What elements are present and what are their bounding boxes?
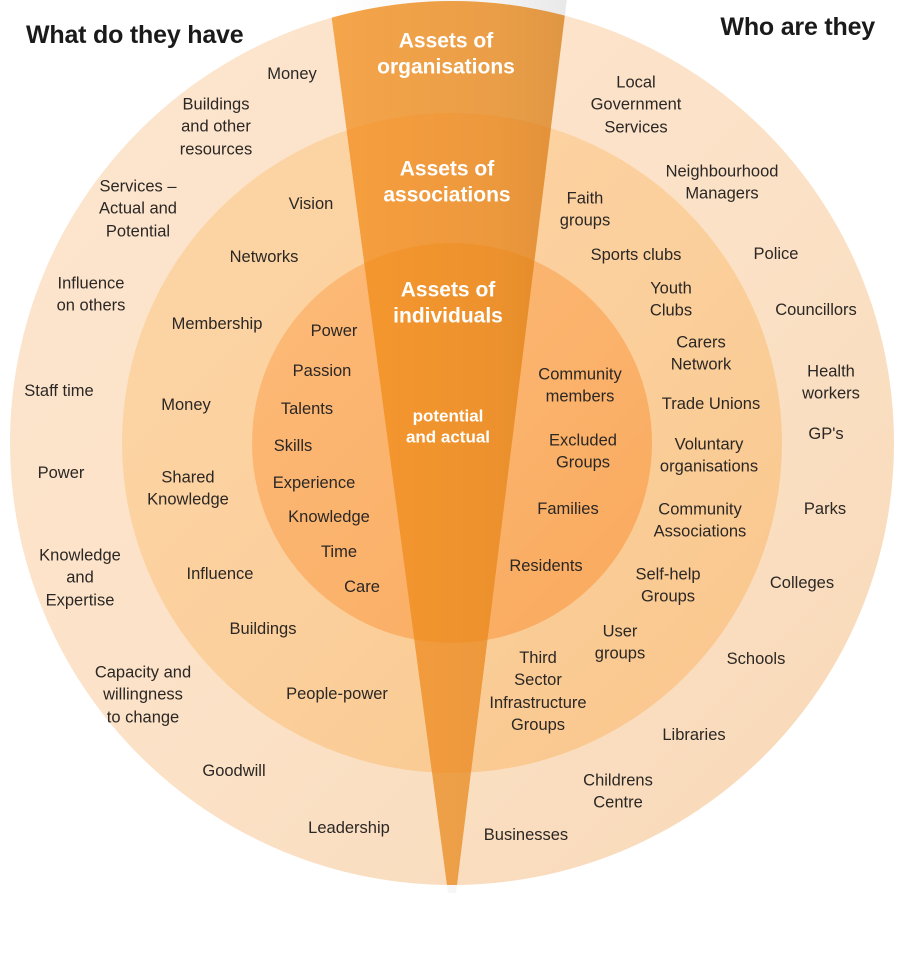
wedge-shading [329,0,567,893]
heading-what-do-they-have: What do they have [26,21,244,49]
wedge-group [328,0,568,893]
heading-who-are-they: Who are they [720,13,875,41]
